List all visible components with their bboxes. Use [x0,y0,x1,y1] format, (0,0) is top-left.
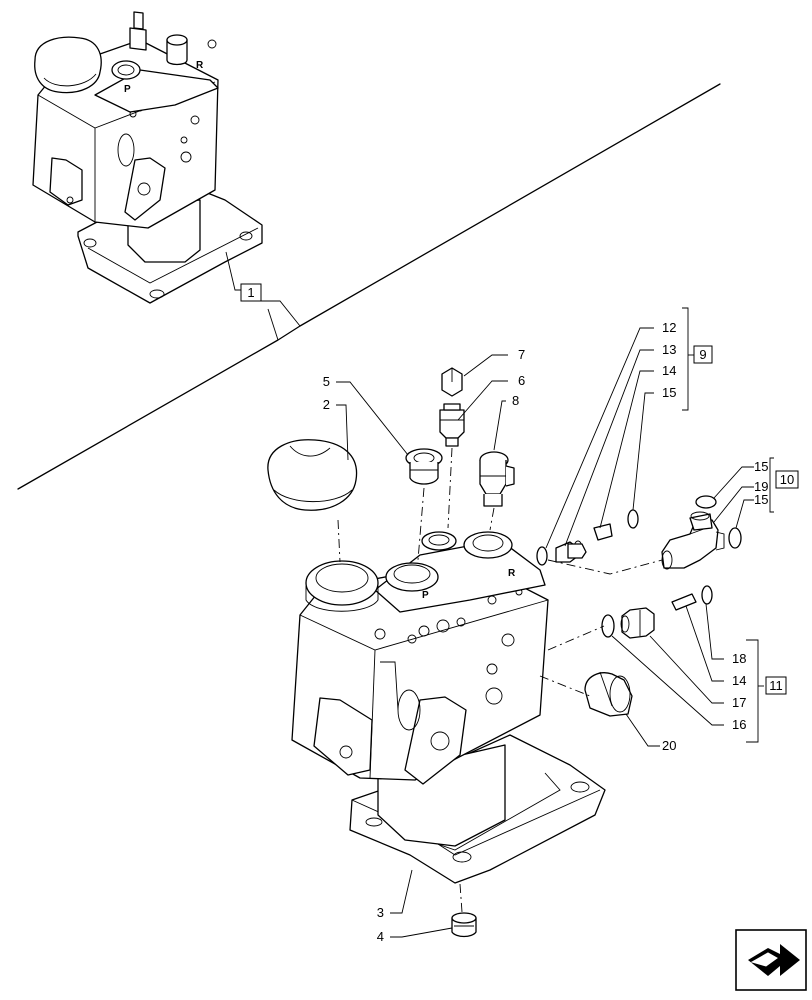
callout-2: 2 [323,397,330,412]
callout-12: 12 [662,320,676,335]
restrictor-14 [593,523,613,541]
callout-9: 9 [699,347,706,362]
callout-16: 16 [732,717,746,732]
adapter-set-9 [536,509,639,566]
nut-7 [441,367,463,397]
callout-20: 20 [662,738,676,753]
callout-5: 5 [323,374,330,389]
callout-19: 19 [754,479,768,494]
callout-8: 8 [512,393,519,408]
callout-15-upper: 15 [662,385,676,400]
o-ring-12 [536,546,548,566]
callout-4: 4 [377,929,384,944]
adapter-set-11 [601,585,713,639]
callout-6: 6 [518,373,525,388]
callout-14-upper: 14 [662,363,676,378]
callout-10-box [775,470,799,489]
callout-15-tee-top: 15 [754,459,768,474]
callout-14-lower: 14 [732,673,746,688]
callout-10: 10 [780,472,794,487]
valve-body-main: R P [291,531,606,884]
callout-15-tee-side: 15 [754,492,768,507]
tee-fitting-10 [661,495,742,570]
o-ring-15-top [695,495,717,509]
restrictor-14b [671,593,697,611]
callout-7: 7 [518,347,525,362]
engraving-r-main: R [508,568,516,579]
o-ring-15 [627,509,639,529]
callout-9-box [693,345,713,364]
fitting-8 [479,451,515,507]
engraving-r-small: R [196,60,204,71]
callout-1: 1 [247,285,254,300]
adapter-17 [621,607,655,639]
callout-13: 13 [662,342,676,357]
callout-11-box [765,676,787,695]
callout-17: 17 [732,695,746,710]
callout-3: 3 [377,905,384,920]
section-divider-line [17,83,721,490]
drain-plug-4 [451,912,477,938]
o-ring-16 [601,614,615,638]
breather-cap [267,439,358,511]
o-ring-18 [701,585,713,605]
callout-1-box [240,283,262,302]
fitting-6 [439,403,465,447]
o-ring-15-side [728,527,742,549]
plug-20 [584,671,633,717]
engraving-p-main: P [422,590,429,601]
next-page-arrow-icon[interactable] [735,929,807,991]
assembly-overview-illustration: R P [32,11,263,304]
plug-5 [405,448,443,485]
engraving-p-small: P [124,84,131,95]
callout-11: 11 [769,678,783,693]
callout-18: 18 [732,651,746,666]
